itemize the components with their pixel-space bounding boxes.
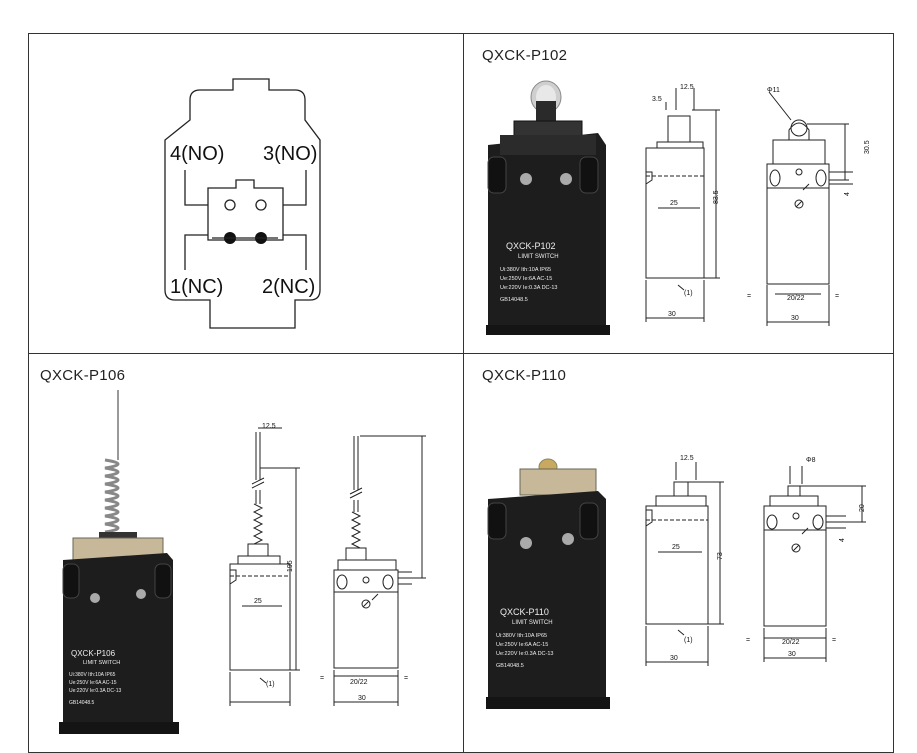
body-label-p110: QXCK-P110 xyxy=(500,607,549,617)
side-drawing-p110: 12.5 73 25 (1) 30 xyxy=(645,455,724,666)
dim-i-p102: 20/22 xyxy=(787,295,805,302)
dim-f-p102: Φ11 xyxy=(767,87,780,94)
spec-3-p106: Ue:220V Ie:0.3A DC-13 xyxy=(69,688,121,694)
dim-h-p102: 4 xyxy=(844,192,851,196)
model-title-p110: QXCK-P110 xyxy=(482,367,567,384)
dim-a-p102: 12.5 xyxy=(680,84,694,91)
dim-j-p106: 30 xyxy=(358,695,366,702)
dim-d-p102: 25 xyxy=(670,200,678,207)
contact-3-no-label: 3(NO) xyxy=(263,143,317,165)
dim-g-p110: 20 xyxy=(859,504,866,512)
spec-2-p106: Ue:250V Ie:6A AC-15 xyxy=(69,680,117,686)
spec-1-p102: Ui:380V Ith:10A IP65 xyxy=(500,267,551,273)
switch-photo-p106: QXCK-P106 LIMIT SWITCH Ui:380V Ith:10A I… xyxy=(59,390,179,734)
dim-a-p110: 12.5 xyxy=(680,455,694,462)
note-p102: (1) xyxy=(684,290,693,297)
spec-3-p110: Ue:220V Ie:0.3A DC-13 xyxy=(496,651,553,657)
body-label-p106: QXCK-P106 xyxy=(71,649,116,658)
dim-c-p110: 73 xyxy=(717,552,724,560)
dim-g-p102: 30.5 xyxy=(864,140,871,154)
front-drawing-p110: Φ8 20 4 20/22 30 = = xyxy=(746,457,866,662)
standard-p110: GB14048.5 xyxy=(496,663,524,669)
model-title-p102: QXCK-P102 xyxy=(482,47,568,64)
dim-c-p102: 83.5 xyxy=(713,190,720,204)
side-drawing-p102: 12.5 3.5 83.5 25 (1) 30 xyxy=(645,84,720,322)
dim-e-p102: 30 xyxy=(668,311,676,318)
spec-1-p106: Ui:380V Ith:10A IP65 xyxy=(69,672,116,678)
dim-h-p110: 4 xyxy=(839,538,846,542)
vertical-divider xyxy=(463,33,464,752)
dim-e-p110: 30 xyxy=(670,655,678,662)
contact-2-nc-label: 2(NC) xyxy=(262,276,315,298)
dim-f-p110: Φ8 xyxy=(806,457,816,464)
note-p110: (1) xyxy=(684,637,693,644)
eq-left-p102: = xyxy=(747,293,751,300)
switch-photo-p102: QXCK-P102 LIMIT SWITCH Ui:380V Ith:10A I… xyxy=(486,80,610,335)
front-drawing-p102: Φ11 30.5 4 20/22 30 = = xyxy=(747,87,871,326)
eq-left-p106: = xyxy=(320,675,324,682)
eq-left-p110: = xyxy=(746,637,750,644)
dim-j-p110: 30 xyxy=(788,651,796,658)
switch-photo-p110: QXCK-P110 LIMIT SWITCH Ui:380V Ith:10A I… xyxy=(486,458,610,709)
model-title-p106: QXCK-P106 xyxy=(40,367,126,384)
body-sub-p102: LIMIT SWITCH xyxy=(518,254,559,260)
contact-1-nc-label: 1(NC) xyxy=(170,276,223,298)
standard-p106: GB14048.5 xyxy=(69,700,95,706)
eq-right-p102: = xyxy=(835,293,839,300)
dim-i-p110: 20/22 xyxy=(782,639,800,646)
body-label-p102: QXCK-P102 xyxy=(506,241,556,251)
dim-j-p102: 30 xyxy=(791,315,799,322)
eq-right-p110: = xyxy=(832,637,836,644)
spec-3-p102: Ue:220V Ie:0.3A DC-13 xyxy=(500,285,557,291)
note-p106: (1) xyxy=(266,681,275,688)
eq-right-p106: = xyxy=(404,675,408,682)
body-sub-p110: LIMIT SWITCH xyxy=(512,620,553,626)
dim-c-p106: 195 xyxy=(287,560,294,572)
dim-a-p106: 12.5 xyxy=(262,423,276,430)
wiring-diagram: 4(NO) 3(NO) 1(NC) 2(NC) xyxy=(164,78,321,329)
front-drawing-p106: 20/22 30 = = xyxy=(320,435,426,706)
standard-p102: GB14048.5 xyxy=(500,297,528,303)
side-drawing-p106: 12.5 195 25 (1) xyxy=(229,423,300,706)
spec-2-p110: Ue:250V Ie:6A AC-15 xyxy=(496,642,548,648)
dim-d-p110: 25 xyxy=(672,544,680,551)
horizontal-divider xyxy=(28,353,894,354)
spec-2-p102: Ue:250V Ie:6A AC-15 xyxy=(500,276,552,282)
dim-b-p102: 3.5 xyxy=(652,96,662,103)
spec-1-p110: Ui:380V Ith:10A IP65 xyxy=(496,633,547,639)
body-sub-p106: LIMIT SWITCH xyxy=(83,660,120,666)
contact-4-no-label: 4(NO) xyxy=(170,143,224,165)
dim-d-p106: 25 xyxy=(254,598,262,605)
dim-i-p106: 20/22 xyxy=(350,679,368,686)
